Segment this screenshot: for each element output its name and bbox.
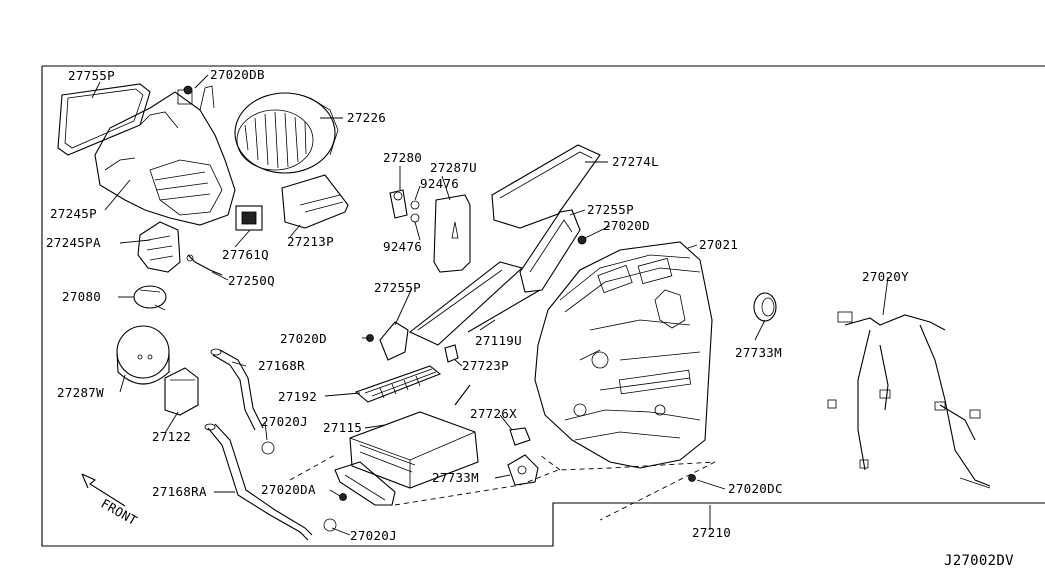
part-27192-strainer [354,365,442,403]
label-27020D-b: 27020D [280,331,327,346]
part-27726X-sensor [509,427,531,446]
part-27245PA-flap [137,221,181,273]
part-27245P-intake-housing [94,85,236,226]
diagram-frame [41,65,1045,547]
part-27021-hvac-unit [534,241,713,469]
label-27021: 27021 [699,237,738,252]
label-27168R: 27168R [258,358,305,373]
label-27115: 27115 [323,420,362,435]
part-27080-actuator [133,285,167,311]
label-27080: 27080 [62,289,101,304]
label-27020J-b: 27020J [350,528,397,543]
part-27255P-seal-c [379,321,409,361]
part-27213P-duct [281,174,349,229]
label-27119U: 27119U [475,333,522,348]
label-27733M-a: 27733M [735,345,782,360]
label-27733M-b: 27733M [432,470,479,485]
label-27255P-b: 27255P [374,280,421,295]
label-27250Q: 27250Q [228,273,275,288]
part-27255P-seal-a [519,209,581,293]
part-27226-blower-motor [234,92,339,174]
label-27213P: 27213P [287,234,334,249]
part-27020DB-screw [183,85,193,95]
part-screw-small [454,384,471,406]
part-92476-oring-a [410,200,420,210]
part-27168RA-hose [204,423,313,541]
front-label: FRONT [99,496,141,529]
label-27245P: 27245P [50,206,97,221]
leader-lines [91,74,889,536]
part-27020DC-screw [688,474,696,482]
part-92476-oring-b [410,213,420,223]
part-27020Y-harness [827,311,991,489]
label-27287W: 27287W [57,385,104,400]
label-27761Q: 27761Q [222,247,269,262]
label-27122: 27122 [152,429,191,444]
label-27226: 27226 [347,110,386,125]
part-27287U-block [433,194,471,273]
part-27020J-clip-b [323,518,337,532]
part-27280-sensor [389,189,408,219]
part-27755P-seal [57,83,151,156]
label-27274L: 27274L [612,154,659,169]
label-27020DA: 27020DA [261,482,316,497]
part-27287W-filter [116,325,170,385]
part-27255P-seal-b [408,261,524,346]
label-92476-a: 92476 [420,176,459,191]
label-27210: 27210 [692,525,731,540]
part-27119U-rod [467,289,541,333]
diagram-code: J27002DV [944,553,1014,569]
part-27115-heater-core [349,411,479,489]
front-direction-arrow: FRONT [81,473,141,529]
part-27274L-filter [491,144,601,229]
part-27733M-actuator-b [507,454,539,486]
part-27250Q-link [186,254,223,276]
label-27020DC: 27020DC [728,481,783,496]
part-heater-bracket [334,461,396,506]
label-27755P: 27755P [68,68,115,83]
label-27020Y: 27020Y [862,269,909,284]
part-labels: 27755P 27020DB 27226 27245P 27245PA 2776… [46,67,1014,569]
label-27020D-a: 27020D [603,218,650,233]
label-92476-b: 92476 [383,239,422,254]
label-27255P-a: 27255P [587,202,634,217]
label-27723P: 27723P [462,358,509,373]
label-27726X: 27726X [470,406,517,421]
part-27168R-hose [210,348,264,431]
part-27761Q-resistor [235,205,263,231]
assembly-dash-line [289,454,716,521]
part-27122-bracket [164,367,199,416]
part-27020J-clip-a [261,441,275,455]
part-27020DA-screw [339,493,347,501]
part-27020D-screw-a [577,235,587,245]
label-27245PA: 27245PA [46,235,101,250]
part-27723P-clip [444,344,459,363]
label-27280: 27280 [383,150,422,165]
label-27020DB: 27020DB [210,67,265,82]
part-27733M-actuator-a [753,292,777,322]
label-27192: 27192 [278,389,317,404]
label-27287U: 27287U [430,160,477,175]
label-27168RA: 27168RA [152,484,207,499]
label-27020J-a: 27020J [261,414,308,429]
